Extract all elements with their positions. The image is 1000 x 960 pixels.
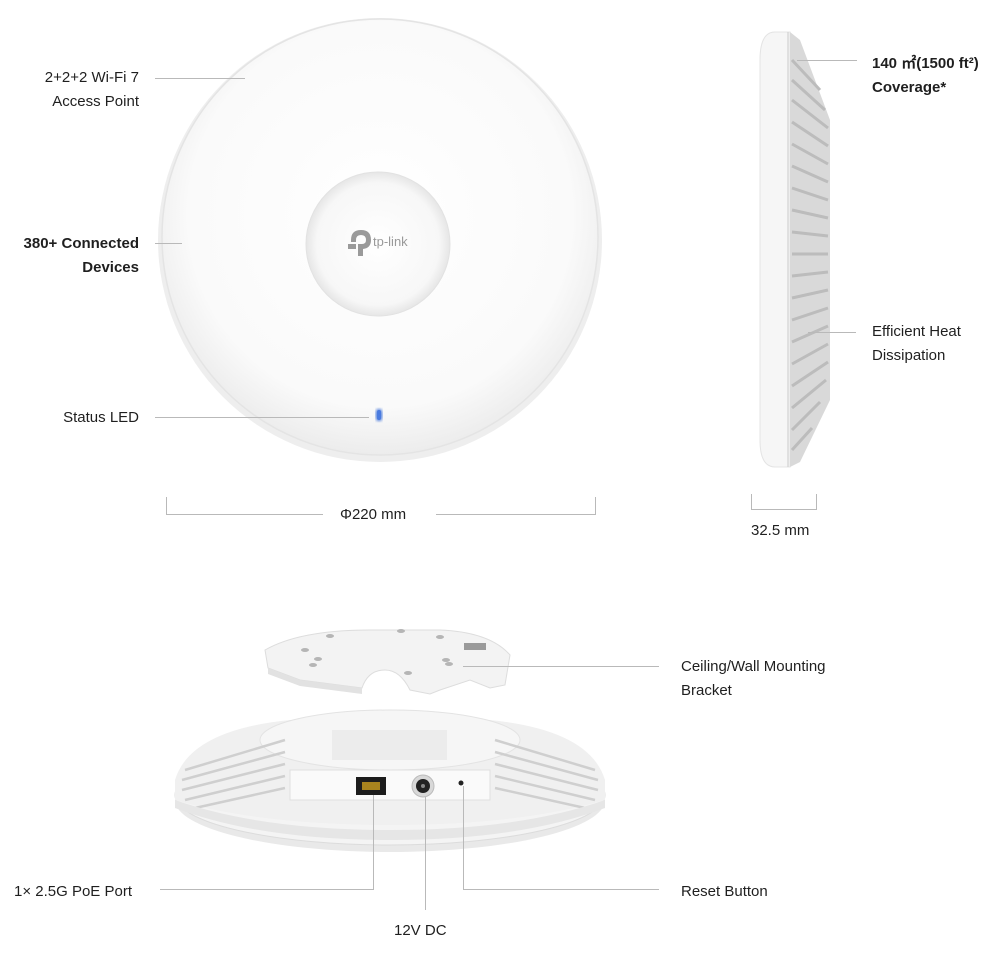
callout-status-led: Status LED <box>63 409 139 426</box>
callout-reset-button: Reset Button <box>681 883 768 900</box>
leader-line-wifi7 <box>155 78 245 79</box>
dimension-tick-right <box>595 497 596 515</box>
callout-wifi7: 2+2+2 Wi-Fi 7 Access Point <box>44 69 139 110</box>
thickness-tick-left <box>751 494 752 510</box>
tp-link-logo: tp-link <box>373 234 408 249</box>
leader-line-devices <box>155 243 182 244</box>
leader-line-dc <box>425 797 426 910</box>
callout-coverage: 140 ㎡(1500 ft²) Coverage* <box>872 55 979 96</box>
callout-12v-dc: 12V DC <box>394 922 447 939</box>
callout-connected-devices: 380+ Connected Devices <box>23 235 139 276</box>
thickness-line <box>751 509 816 510</box>
leader-line-reset-v <box>463 786 464 890</box>
leader-line-poe-h <box>160 889 373 890</box>
leader-line-heat <box>808 332 856 333</box>
leader-line-reset-h <box>463 889 659 890</box>
leader-line-coverage <box>797 60 857 61</box>
callout-mounting-bracket: Ceiling/Wall Mounting Bracket <box>681 658 826 699</box>
diameter-dimension: Φ220 mm <box>340 506 407 523</box>
leader-line-poe-v <box>373 795 374 890</box>
callout-poe-port: 1× 2.5G PoE Port <box>14 883 132 900</box>
dimension-line-right <box>436 514 596 515</box>
leader-line-bracket <box>463 666 659 667</box>
thickness-tick-right <box>816 494 817 510</box>
callout-heat-dissipation: Efficient Heat Dissipation <box>872 323 961 364</box>
dimension-line-left <box>166 514 323 515</box>
thickness-dimension: 32.5 mm <box>751 522 810 539</box>
leader-line-led <box>155 417 369 418</box>
dimension-tick-left <box>166 497 167 515</box>
